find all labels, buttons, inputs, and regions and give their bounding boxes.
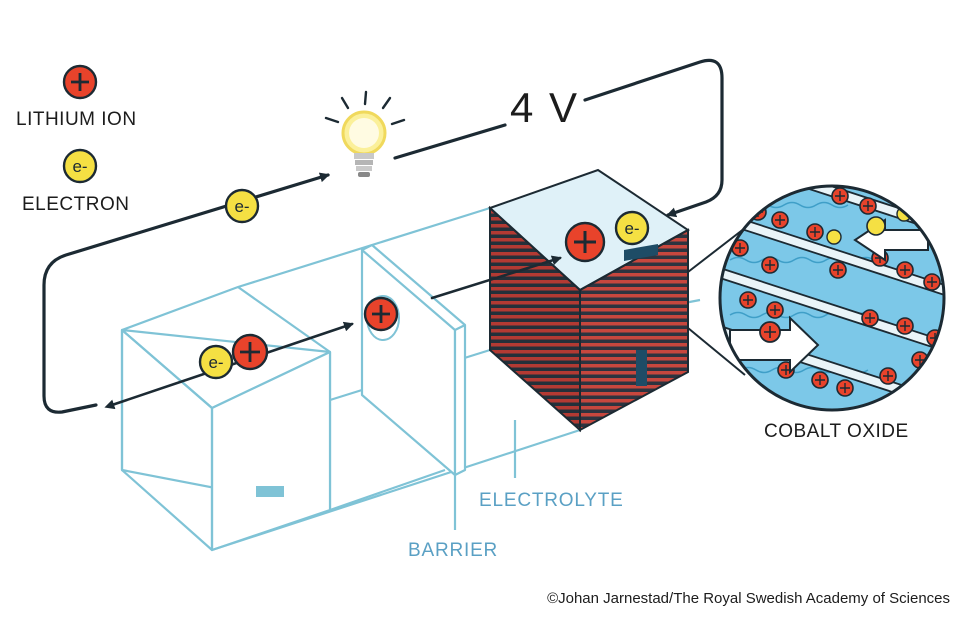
barrier-ion — [363, 296, 399, 332]
cathode-front-face — [490, 208, 580, 430]
electrolyte-label: ELECTROLYTE — [479, 490, 624, 511]
legend-electron-icon: e- — [62, 148, 98, 184]
svg-text:e-: e- — [234, 197, 249, 216]
cathode-ion — [564, 221, 606, 263]
zoom-connectors — [687, 227, 746, 376]
cathode-plus-sign — [624, 243, 658, 386]
cobalt-oxide-zoom — [718, 184, 946, 412]
cathode-right-face — [580, 230, 688, 430]
svg-text:e-: e- — [208, 353, 223, 372]
anode-electron: e- — [198, 344, 234, 380]
cobalt-oxide-label: COBALT OXIDE — [764, 421, 909, 442]
cathode-electron: e- — [614, 210, 650, 246]
legend-electron-label: ELECTRON — [22, 194, 130, 215]
wire-electron: e- — [224, 188, 260, 224]
svg-text:e-: e- — [624, 219, 639, 238]
external-circuit — [42, 58, 724, 414]
image-credit: ©Johan Jarnestad/The Royal Swedish Acade… — [547, 590, 950, 607]
anode-ion — [231, 333, 269, 371]
light-bulb-icon — [324, 90, 406, 177]
legend-ion-icon — [62, 64, 98, 100]
legend-ion-label: LITHIUM ION — [16, 109, 137, 130]
voltage-label: 4 V — [510, 84, 580, 131]
cathode-cube — [488, 168, 690, 433]
barrier-label: BARRIER — [408, 540, 499, 561]
anode-minus-sign — [256, 486, 284, 497]
svg-text:e-: e- — [72, 157, 87, 176]
